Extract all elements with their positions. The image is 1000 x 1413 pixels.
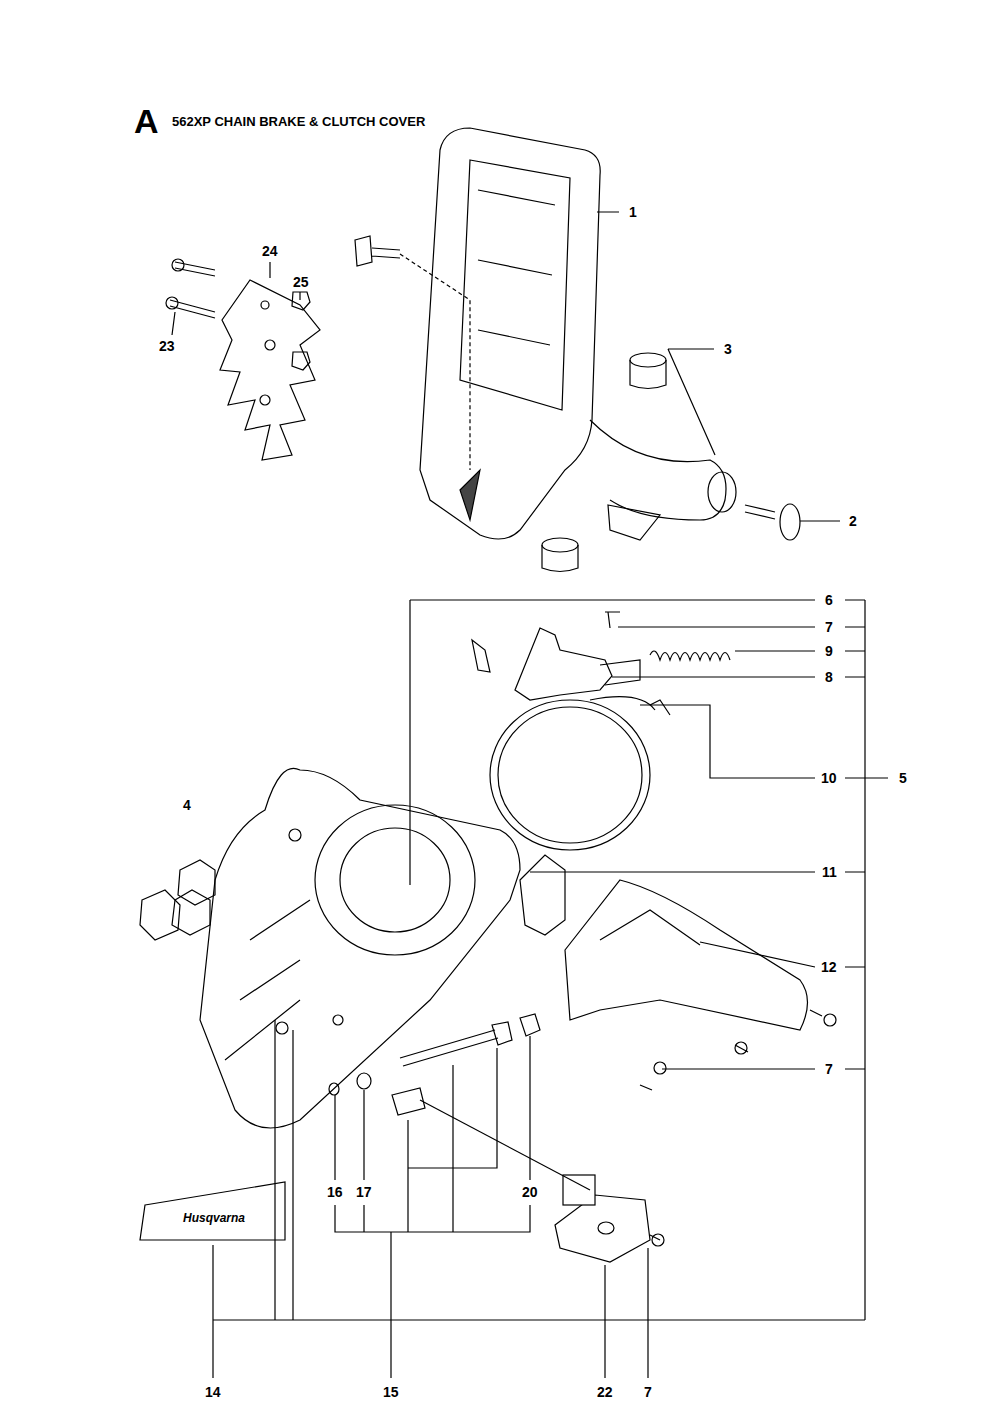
callout-number: 4 <box>181 797 193 813</box>
callout-number: 8 <box>823 669 835 685</box>
callout-number: 6 <box>823 592 835 608</box>
brand-logo: Husqvarna <box>181 1211 247 1225</box>
bushing <box>542 538 578 552</box>
decal <box>140 1182 285 1240</box>
brake-mechanism <box>472 612 808 1030</box>
callout-number: 7 <box>642 1384 654 1400</box>
callout-number: 17 <box>354 1184 374 1200</box>
bushing <box>630 360 666 389</box>
screw <box>745 505 775 519</box>
chain-tensioner <box>329 1014 650 1262</box>
callout-number: 1 <box>627 204 639 220</box>
callout-number: 2 <box>847 513 859 529</box>
screw <box>654 1062 666 1074</box>
callout-number: 22 <box>595 1384 615 1400</box>
diagram-title: 562XP CHAIN BRAKE & CLUTCH COVER <box>172 114 425 130</box>
spike-bumper <box>166 259 320 460</box>
leader-line <box>172 212 840 521</box>
brake-handle <box>420 128 736 540</box>
callout-number: 16 <box>325 1184 345 1200</box>
callout-number: 7 <box>823 1061 835 1077</box>
screw <box>640 1010 822 1240</box>
callout-number: 7 <box>823 619 835 635</box>
screw <box>824 1014 836 1026</box>
callout-number: 3 <box>722 341 734 357</box>
callout-number: 10 <box>819 770 839 786</box>
callout-number: 20 <box>520 1184 540 1200</box>
bolt <box>355 236 400 266</box>
leader-line <box>213 600 888 1378</box>
callout-number: 15 <box>381 1384 401 1400</box>
section-letter: A <box>132 103 161 139</box>
callout-number: 23 <box>157 338 177 354</box>
clutch-cover <box>140 768 520 1128</box>
bushing <box>630 353 666 367</box>
callout-number: 5 <box>897 770 909 786</box>
bushing <box>542 545 578 572</box>
screw <box>652 1234 664 1246</box>
callout-number: 9 <box>823 643 835 659</box>
callout-number: 12 <box>819 959 839 975</box>
screw <box>780 504 800 540</box>
screw <box>735 1042 747 1054</box>
callout-number: 11 <box>820 864 839 880</box>
callout-number: 25 <box>291 274 311 290</box>
callout-number: 24 <box>260 243 280 259</box>
dashed-line <box>400 254 470 470</box>
callout-number: 14 <box>203 1384 223 1400</box>
